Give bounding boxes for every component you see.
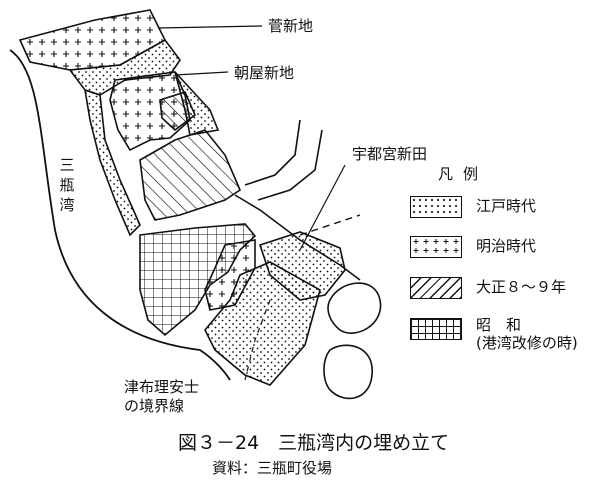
west-coastline [9,49,231,381]
label-boundary-line: 津布理安士 の境界線 [124,378,200,415]
legend-swatch-showa [410,318,462,340]
edo-utsunomiya-shinden [258,231,346,301]
edo-strip-west [83,88,141,237]
legend-swatch-edo [410,196,462,218]
island-south [323,344,373,400]
figure-caption: 図３－24 三瓶湾内の埋め立て [178,432,450,454]
legend-swatch-meiji [410,236,462,258]
leader-suge [157,25,263,29]
label-sanbe-bay: 三瓶湾 [59,156,75,214]
label-suge-shinchi: 菅新地 [268,17,314,35]
leader-utsunomiya [299,164,346,251]
label-utsunomiya-shinden: 宇都宮新田 [352,145,428,163]
legend-title: 凡例 [438,165,489,183]
legend-label-showa: 昭 和 (港湾改修の時) [476,316,578,352]
road [244,119,301,186]
label-asaya-shinchi: 朝屋新地 [234,64,295,82]
cross-pattern-icon [411,237,460,256]
meiji-small [204,239,256,311]
figure-source: 資料：三瓶町役場 [212,459,333,477]
taisho-large [139,129,241,221]
reclamation-map [9,9,382,400]
river [234,194,361,281]
boundary-line-dashed [244,299,271,381]
leader-asaya [174,71,229,76]
legend-label-edo: 江戸時代 [476,197,537,215]
dashed-boundary [299,214,361,236]
legend-swatch-taisho [410,277,462,299]
legend-label-meiji: 明治時代 [476,237,537,255]
island-east [327,282,382,334]
legend-label-taisho: 大正８～９年 [476,278,567,296]
road-2 [257,129,323,201]
